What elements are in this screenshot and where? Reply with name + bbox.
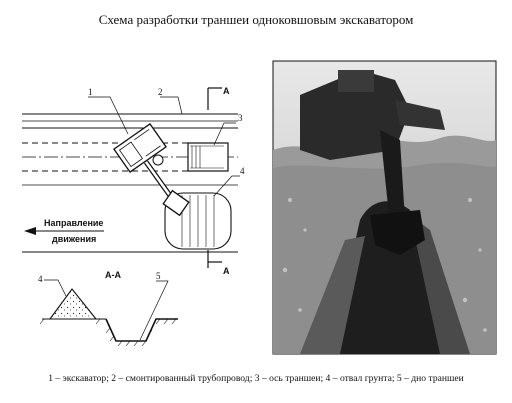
callout-2: 2 bbox=[158, 87, 163, 97]
direction-arrow bbox=[24, 227, 104, 235]
section-callout-4: 4 bbox=[38, 274, 43, 284]
direction-label-line2: движения bbox=[52, 234, 96, 244]
section-marker-bottom bbox=[207, 250, 222, 268]
figure-caption: 1 – экскаватор; 2 – смонтированный трубо… bbox=[48, 373, 464, 384]
excavator-cab bbox=[113, 123, 167, 173]
direction-label-line1: Направление bbox=[44, 218, 103, 228]
figure-title: Схема разработки траншеи одноковшовым эк… bbox=[98, 12, 414, 27]
plan-view: А А 1 2 3 4 Направление движения bbox=[22, 86, 245, 276]
callout-leaders bbox=[88, 96, 240, 197]
boom-pivot bbox=[152, 154, 164, 166]
section-title: А-А bbox=[105, 270, 121, 280]
spoil-heap-section bbox=[48, 288, 98, 320]
trench-profile bbox=[105, 318, 178, 342]
excavator bbox=[113, 123, 190, 217]
callout-4: 4 bbox=[240, 166, 245, 176]
ground-hatch bbox=[39, 318, 177, 347]
trench-hatch bbox=[190, 145, 224, 169]
excavator-bucket bbox=[162, 189, 190, 217]
section-callout-5: 5 bbox=[156, 271, 161, 281]
section-marker-top bbox=[207, 87, 222, 110]
trench-opening bbox=[187, 142, 229, 172]
section-marker-top-label: А bbox=[223, 86, 230, 96]
callout-3: 3 bbox=[238, 113, 243, 123]
callout-1: 1 bbox=[88, 87, 93, 97]
section-leaders bbox=[44, 279, 169, 341]
section-view: А-А 4 5 bbox=[38, 270, 178, 347]
section-marker-bottom-label: А bbox=[223, 266, 230, 276]
excavator-photo bbox=[272, 60, 497, 355]
